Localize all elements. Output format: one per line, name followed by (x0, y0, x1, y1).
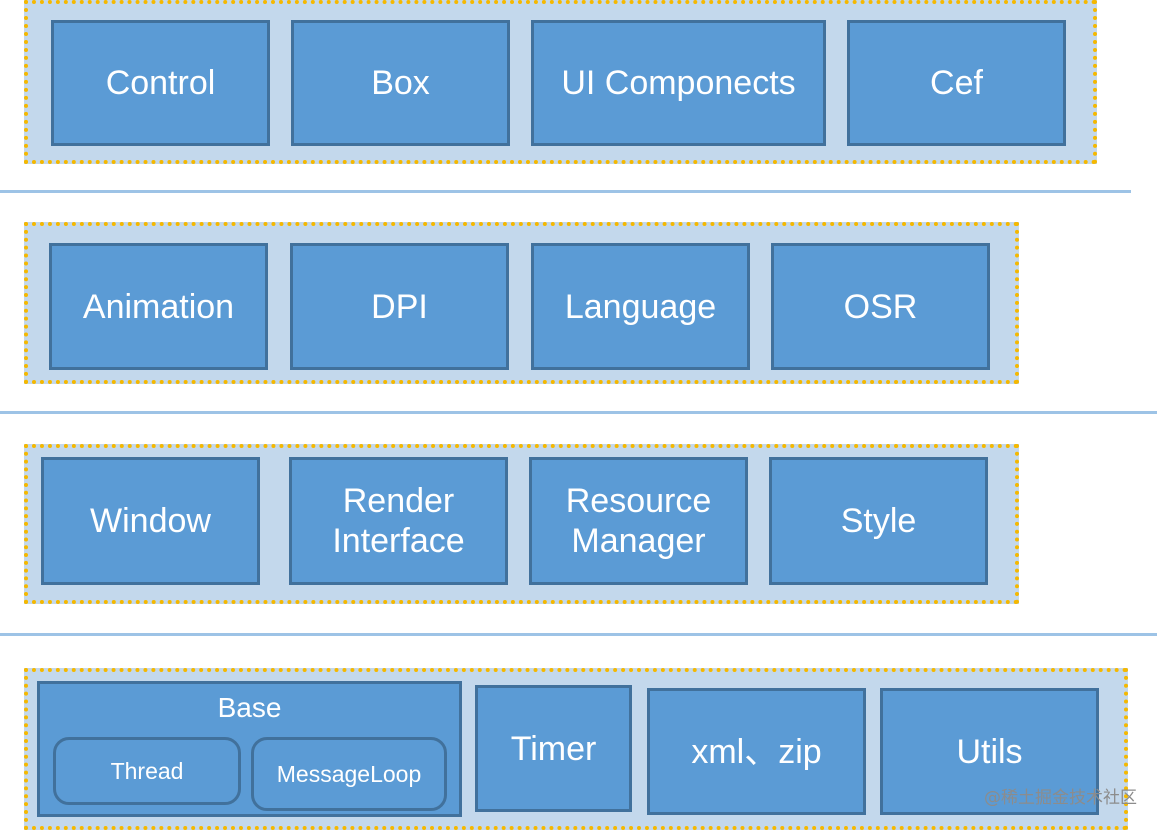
ui-components-box: UI Componects (531, 20, 826, 146)
osr-box: OSR (771, 243, 990, 370)
style-box: Style (769, 457, 988, 585)
divider-2 (0, 411, 1157, 414)
render-interface-box: Render Interface (289, 457, 508, 585)
language-box: Language (531, 243, 750, 370)
divider-3 (0, 633, 1157, 636)
window-box: Window (41, 457, 260, 585)
box-box: Box (291, 20, 510, 146)
cef-box: Cef (847, 20, 1066, 146)
xml-zip-box: xml、zip (647, 688, 866, 815)
control-box: Control (51, 20, 270, 146)
base-title: Base (217, 692, 282, 723)
resource-manager-box: Resource Manager (529, 457, 748, 585)
messageloop-pill: MessageLoop (251, 737, 447, 811)
watermark-text: @稀土掘金技术社区 (984, 788, 1137, 808)
divider-1 (0, 190, 1131, 193)
utils-box: Utils (880, 688, 1099, 815)
thread-pill: Thread (53, 737, 241, 805)
timer-box: Timer (475, 685, 632, 812)
animation-box: Animation (49, 243, 268, 370)
dpi-box: DPI (290, 243, 509, 370)
